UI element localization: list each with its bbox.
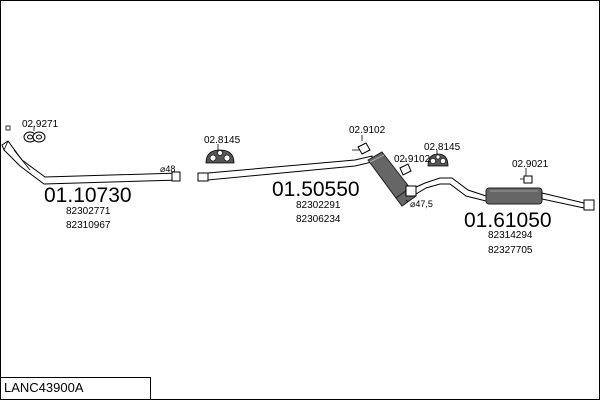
part-ref-2b: 82306234 — [296, 214, 341, 225]
gasket-icon — [23, 131, 46, 143]
part-ref-3b: 82327705 — [488, 245, 533, 256]
accessory-label-5: 02.8145 — [424, 142, 461, 153]
clamp-icon — [357, 142, 371, 155]
part-ref-2a: 82302291 — [296, 200, 341, 211]
part-number-1: 01.10730 — [44, 184, 132, 207]
clamp-icon — [523, 175, 533, 184]
rear-pipe-flange — [405, 185, 417, 197]
part-ref-1b: 82310967 — [66, 220, 111, 231]
hanger-icon — [427, 153, 449, 167]
rear-silencer — [485, 187, 595, 211]
tail-pipe-end — [583, 199, 595, 211]
part-ref-3a: 82314294 — [488, 230, 533, 241]
clamp-icon — [399, 163, 412, 176]
part-ref-1a: 82302771 — [66, 206, 111, 217]
title-box — [0, 377, 151, 399]
accessory-label-1: 02.9271 — [22, 119, 59, 130]
hanger-icon — [205, 149, 235, 164]
diameter-label-2: ⌀47,5 — [410, 199, 433, 209]
part-number-2: 01.50550 — [272, 178, 360, 201]
rear-pipe — [405, 177, 487, 202]
accessory-label-6: 02.9021 — [512, 159, 549, 170]
front-pipe — [1, 140, 181, 185]
diagram-code: LANC43900A — [4, 380, 84, 395]
accessory-label-2: 02.8145 — [204, 135, 241, 146]
front-pipe-end — [171, 171, 181, 182]
accessory-label-3: 02.9102 — [349, 125, 386, 136]
diameter-label-1: ⌀48 — [160, 164, 175, 174]
accessory-label-4: 02.9102 — [394, 154, 431, 165]
part-number-3: 01.61050 — [464, 209, 552, 232]
marker-square — [5, 125, 11, 131]
